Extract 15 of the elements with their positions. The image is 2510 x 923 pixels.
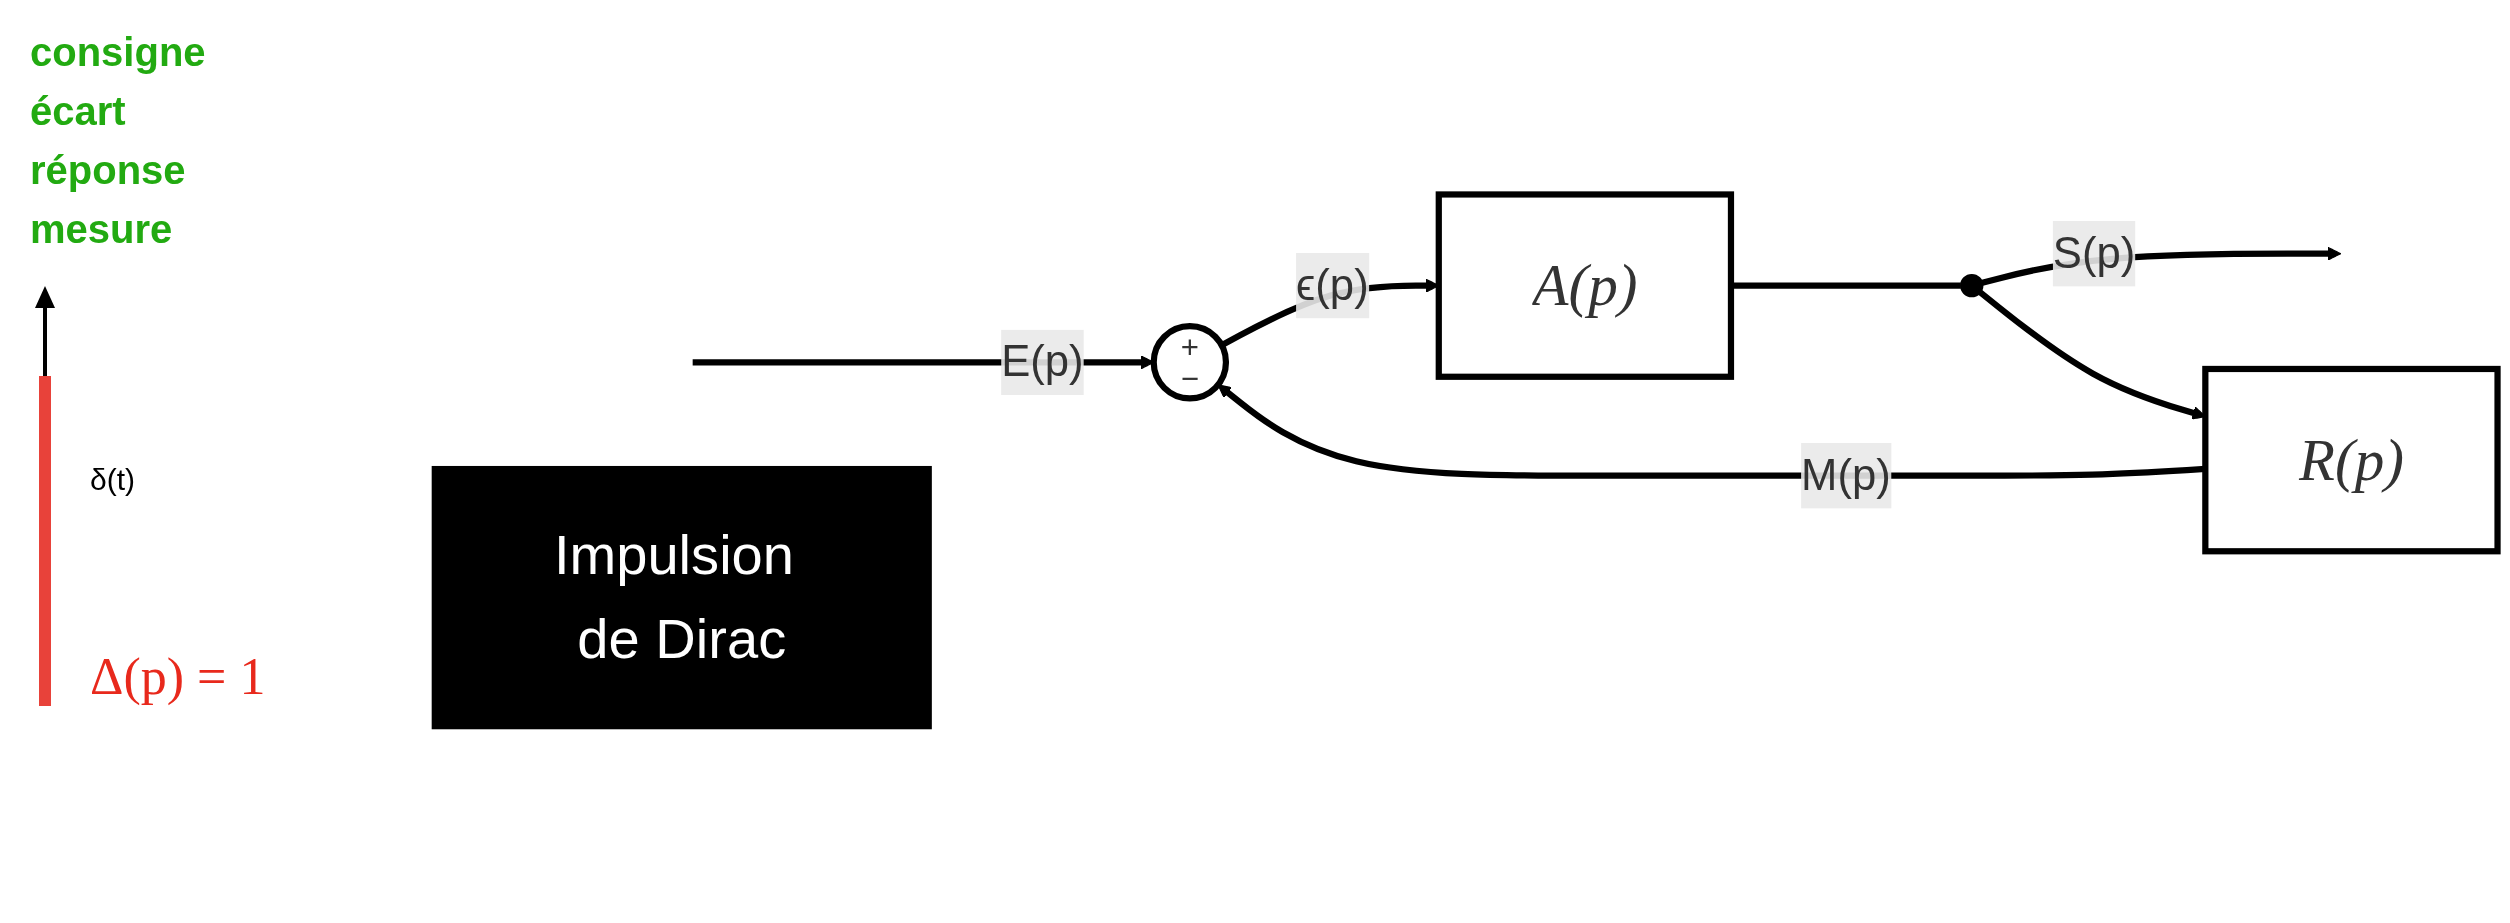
axis-label: δ(t)	[90, 463, 136, 497]
signal-name: consigne	[30, 30, 207, 75]
node-box: R(p)	[2202, 365, 2501, 555]
edge-label: E(p)	[1001, 337, 1084, 386]
node-box: Impulsion de Dirac	[431, 466, 932, 730]
node-circle	[1960, 273, 1984, 298]
formula: Δ(p) = 1	[90, 647, 266, 706]
edge-label: ϵ(p)	[1296, 260, 1369, 309]
signal-name: réponse	[30, 148, 187, 193]
node-box: A(p)	[1435, 191, 1735, 380]
signal-name: écart	[30, 89, 127, 134]
edge-label: M(p)	[1801, 450, 1891, 500]
signal-name: mesure	[30, 207, 174, 252]
node-circle: + −	[1150, 323, 1230, 402]
edge-label: S(p)	[2052, 228, 2136, 278]
